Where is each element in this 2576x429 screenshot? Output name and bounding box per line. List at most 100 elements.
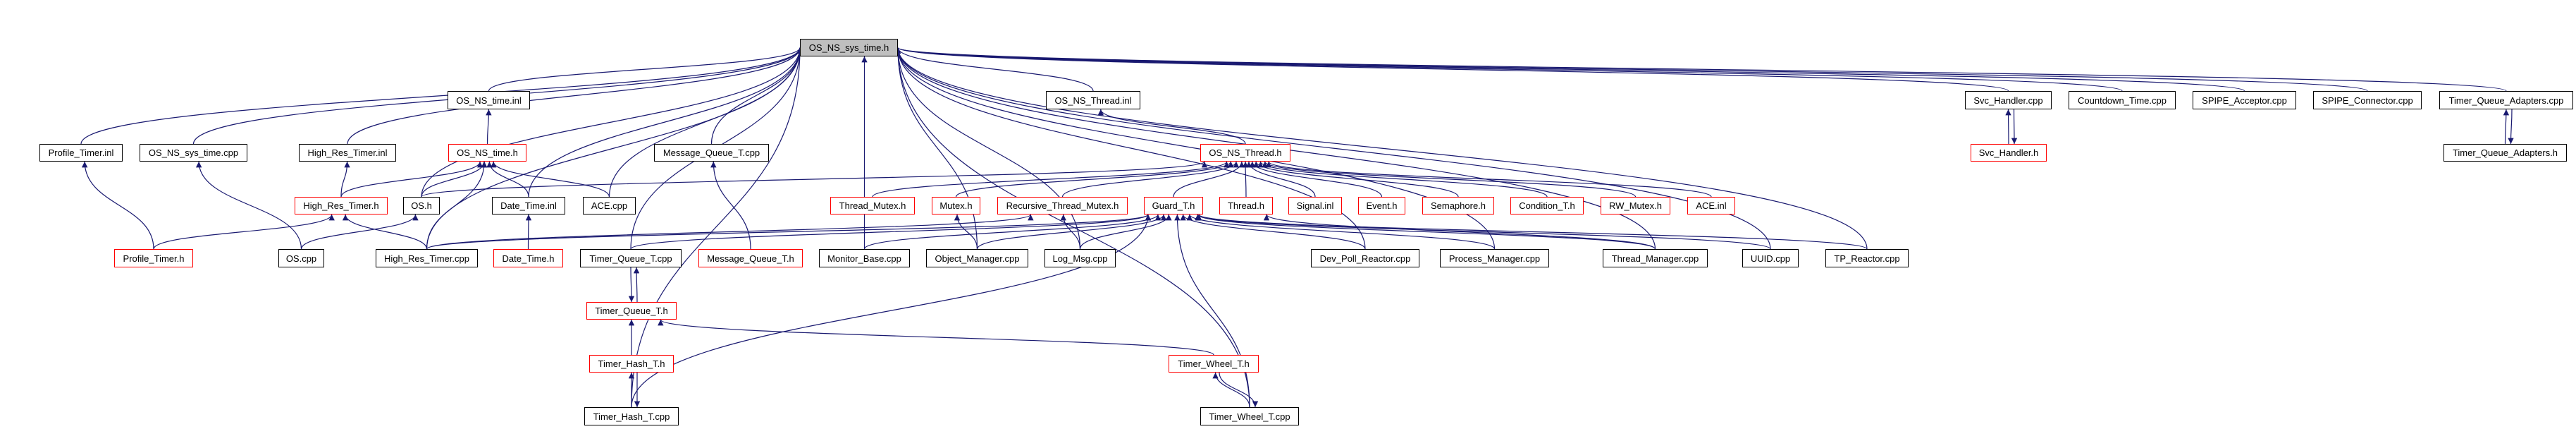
edge-log-msg-cpp-to-guard-t-h xyxy=(1079,214,1172,250)
node-date-time-h[interactable]: Date_Time.h xyxy=(493,249,563,267)
node-label: Message_Queue_T.cpp xyxy=(663,147,760,158)
node-label: High_Res_Timer.cpp xyxy=(384,253,469,264)
node-thread-mutex-h[interactable]: Thread_Mutex.h xyxy=(830,197,915,214)
edge-spipe-acceptor-cpp-to-os-ns-sys-time-h xyxy=(895,47,2245,92)
node-label: Log_Msg.cpp xyxy=(1052,253,1108,264)
edge-countdown-time-cpp-to-os-ns-sys-time-h xyxy=(895,47,2123,92)
edge-thread-manager-cpp-to-guard-t-h xyxy=(1195,214,1656,250)
node-timer-wheel-t-cpp[interactable]: Timer_Wheel_T.cpp xyxy=(1200,407,1299,425)
node-label: Timer_Hash_T.h xyxy=(598,358,665,369)
node-spipe-acceptor-cpp[interactable]: SPIPE_Acceptor.cpp xyxy=(2193,91,2296,109)
node-svc-handler-cpp[interactable]: Svc_Handler.cpp xyxy=(1965,91,2052,109)
node-label: Date_Time.inl xyxy=(500,200,557,211)
node-rw-mutex-h[interactable]: RW_Mutex.h xyxy=(1601,197,1670,214)
node-message-queue-t-h[interactable]: Message_Queue_T.h xyxy=(698,249,803,267)
edge-process-manager-cpp-to-guard-t-h xyxy=(1186,214,1496,250)
node-label: Mutex.h xyxy=(939,200,973,211)
node-os-h[interactable]: OS.h xyxy=(403,197,440,214)
node-os-ns-thread-h[interactable]: OS_NS_Thread.h xyxy=(1200,144,1290,162)
edge-svc-handler-cpp-to-os-ns-sys-time-h xyxy=(895,47,2009,92)
node-os-ns-time-h[interactable]: OS_NS_time.h xyxy=(448,144,526,162)
node-os-ns-time-inl[interactable]: OS_NS_time.inl xyxy=(448,91,530,109)
node-label: SPIPE_Connector.cpp xyxy=(2322,95,2413,106)
node-label: Condition_T.h xyxy=(1519,200,1575,211)
node-label: Timer_Wheel_T.h xyxy=(1178,358,1250,369)
node-label: Recursive_Thread_Mutex.h xyxy=(1006,200,1119,211)
edge-log-msg-cpp-to-recursive-thread-mutex-h xyxy=(1060,214,1081,250)
edge-object-manager-cpp-to-os-ns-sys-time-h xyxy=(894,47,978,250)
node-condition-t-h[interactable]: Condition_T.h xyxy=(1510,197,1584,214)
edge-os-h-to-os-ns-thread-h xyxy=(421,161,1207,198)
node-label: Profile_Timer.h xyxy=(123,253,185,264)
node-os-ns-thread-inl[interactable]: OS_NS_Thread.inl xyxy=(1046,91,1140,109)
node-high-res-timer-inl[interactable]: High_Res_Timer.inl xyxy=(299,144,396,162)
node-label: Thread_Mutex.h xyxy=(839,200,906,211)
node-label: OS_NS_Thread.h xyxy=(1209,147,1282,158)
node-label: Thread_Manager.cpp xyxy=(1611,253,1699,264)
edge-tp-reactor-cpp-to-guard-t-h xyxy=(1196,214,1868,250)
edge-guard-t-h-to-os-ns-thread-h xyxy=(1173,161,1245,198)
node-label: Timer_Queue_T.cpp xyxy=(589,253,672,264)
node-thread-h[interactable]: Thread.h xyxy=(1219,197,1273,214)
node-signal-inl[interactable]: Signal.inl xyxy=(1288,197,1342,214)
node-label: Semaphore.h xyxy=(1430,200,1486,211)
edge-timer-hash-t-cpp-to-os-ns-sys-time-h xyxy=(631,47,803,408)
edge-high-res-timer-h-to-high-res-timer-inl xyxy=(340,161,350,198)
edge-object-manager-cpp-to-guard-t-h xyxy=(976,214,1167,250)
node-message-queue-t-cpp[interactable]: Message_Queue_T.cpp xyxy=(654,144,769,162)
node-recursive-thread-mutex-h[interactable]: Recursive_Thread_Mutex.h xyxy=(997,197,1128,214)
node-tp-reactor-cpp[interactable]: TP_Reactor.cpp xyxy=(1825,249,1909,267)
node-timer-queue-adapters-h[interactable]: Timer_Queue_Adapters.h xyxy=(2443,144,2567,162)
node-log-msg-cpp[interactable]: Log_Msg.cpp xyxy=(1044,249,1116,267)
node-label: Date_Time.h xyxy=(502,253,555,264)
edge-high-res-timer-cpp-to-high-res-timer-h xyxy=(342,214,428,250)
node-spipe-connector-cpp[interactable]: SPIPE_Connector.cpp xyxy=(2313,91,2422,109)
edge-mutex-h-to-os-ns-thread-h xyxy=(955,161,1234,198)
node-os-ns-sys-time-cpp[interactable]: OS_NS_sys_time.cpp xyxy=(140,144,247,162)
edge-monitor-base-cpp-to-guard-t-h xyxy=(863,214,1161,250)
node-timer-hash-t-h[interactable]: Timer_Hash_T.h xyxy=(589,355,674,373)
node-guard-t-h[interactable]: Guard_T.h xyxy=(1144,197,1203,214)
node-process-manager-cpp[interactable]: Process_Manager.cpp xyxy=(1440,249,1549,267)
node-timer-queue-t-h[interactable]: Timer_Queue_T.h xyxy=(586,302,677,320)
node-label: TP_Reactor.cpp xyxy=(1834,253,1900,264)
node-semaphore-h[interactable]: Semaphore.h xyxy=(1422,197,1494,214)
node-label: UUID.cpp xyxy=(1750,253,1791,264)
node-high-res-timer-cpp[interactable]: High_Res_Timer.cpp xyxy=(376,249,478,267)
edge-spipe-connector-cpp-to-os-ns-sys-time-h xyxy=(895,47,2368,92)
node-label: High_Res_Timer.h xyxy=(303,200,379,211)
edge-log-msg-cpp-to-os-ns-sys-time-h xyxy=(894,47,1081,250)
node-high-res-timer-h[interactable]: High_Res_Timer.h xyxy=(295,197,388,214)
node-ace-cpp[interactable]: ACE.cpp xyxy=(583,197,636,214)
node-thread-manager-cpp[interactable]: Thread_Manager.cpp xyxy=(1603,249,1708,267)
node-countdown-time-cpp[interactable]: Countdown_Time.cpp xyxy=(2069,91,2176,109)
edge-message-queue-t-h-to-message-queue-t-cpp xyxy=(710,161,751,250)
edge-high-res-timer-cpp-to-recursive-thread-mutex-h xyxy=(426,214,1034,250)
node-timer-wheel-t-h[interactable]: Timer_Wheel_T.h xyxy=(1169,355,1259,373)
edge-message-queue-t-cpp-to-os-ns-sys-time-h xyxy=(710,47,803,145)
node-profile-timer-h[interactable]: Profile_Timer.h xyxy=(114,249,193,267)
node-profile-timer-inl[interactable]: Profile_Timer.inl xyxy=(39,144,123,162)
node-date-time-inl[interactable]: Date_Time.inl xyxy=(492,197,565,214)
node-os-ns-sys-time-h[interactable]: OS_NS_sys_time.h xyxy=(800,39,898,56)
node-timer-hash-t-cpp[interactable]: Timer_Hash_T.cpp xyxy=(584,407,679,425)
node-ace-inl[interactable]: ACE.inl xyxy=(1687,197,1735,214)
edge-timer-wheel-t-cpp-to-os-ns-sys-time-h xyxy=(894,47,1250,408)
node-timer-queue-adapters-cpp[interactable]: Timer_Queue_Adapters.cpp xyxy=(2439,91,2573,109)
node-svc-handler-h[interactable]: Svc_Handler.h xyxy=(1971,144,2047,162)
node-event-h[interactable]: Event.h xyxy=(1358,197,1405,214)
node-os-cpp[interactable]: OS.cpp xyxy=(278,249,324,267)
edge-condition-t-h-to-os-ns-thread-h xyxy=(1257,161,1548,198)
edge-uuid-cpp-to-guard-t-h xyxy=(1196,214,1771,250)
node-uuid-cpp[interactable]: UUID.cpp xyxy=(1742,249,1799,267)
node-timer-queue-t-cpp[interactable]: Timer_Queue_T.cpp xyxy=(580,249,682,267)
node-dev-poll-reactor-cpp[interactable]: Dev_Poll_Reactor.cpp xyxy=(1311,249,1419,267)
node-object-manager-cpp[interactable]: Object_Manager.cpp xyxy=(926,249,1028,267)
edge-profile-timer-h-to-profile-timer-inl xyxy=(81,161,154,250)
node-label: OS_NS_sys_time.cpp xyxy=(148,147,239,158)
edge-os-ns-thread-h-to-os-ns-thread-inl xyxy=(1097,109,1246,145)
node-label: Message_Queue_T.h xyxy=(707,253,794,264)
node-mutex-h[interactable]: Mutex.h xyxy=(932,197,980,214)
node-monitor-base-cpp[interactable]: Monitor_Base.cpp xyxy=(819,249,910,267)
